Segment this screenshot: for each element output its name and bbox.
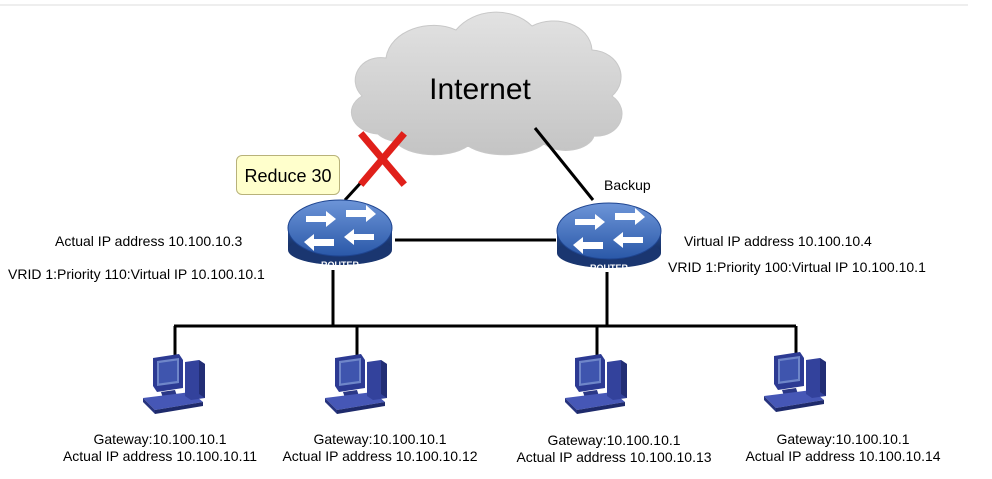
host-2-actual-ip: Actual IP address 10.100.10.12 xyxy=(282,448,478,464)
red-x-icon xyxy=(358,131,407,187)
link-backup-internet xyxy=(533,127,595,201)
host-2-gateway: Gateway:10.100.10.1 xyxy=(313,431,447,447)
backup-vrid: VRID 1:Priority 100:Virtual IP 10.100.10… xyxy=(668,259,926,275)
host-1-actual-ip: Actual IP address 10.100.10.11 xyxy=(62,448,258,464)
master-actual-ip: Actual IP address 10.100.10.3 xyxy=(55,233,243,249)
pc-icon xyxy=(565,354,627,414)
host-1-label: Gateway:10.100.10.1 Actual IP address 10… xyxy=(50,431,270,465)
router-backup-icon: ROUTER xyxy=(556,202,662,273)
pc-icon xyxy=(143,354,205,414)
router-master-icon: ROUTER xyxy=(287,199,393,270)
master-vrid: VRID 1:Priority 110:Virtual IP 10.100.10… xyxy=(8,266,265,282)
host-4-label: Gateway:10.100.10.1 Actual IP address 10… xyxy=(733,431,953,465)
backup-state-label: Backup xyxy=(604,177,651,193)
host-4-gateway: Gateway:10.100.10.1 xyxy=(776,431,910,447)
host-3-gateway: Gateway:10.100.10.1 xyxy=(547,432,681,448)
host-2-label: Gateway:10.100.10.1 Actual IP address 10… xyxy=(270,431,490,465)
router-master-name: ROUTER xyxy=(321,260,360,270)
internet-label: Internet xyxy=(429,73,531,106)
backup-virtual-ip: Virtual IP address 10.100.10.4 xyxy=(684,233,872,249)
pc-icon xyxy=(764,352,826,412)
host-1-gateway: Gateway:10.100.10.1 xyxy=(93,431,227,447)
reduce-callout: Reduce 30 xyxy=(236,155,340,195)
host-3-label: Gateway:10.100.10.1 Actual IP address 10… xyxy=(504,432,724,466)
pc-icon xyxy=(325,354,387,414)
router-backup-name: ROUTER xyxy=(590,263,629,273)
internet-cloud xyxy=(350,11,623,156)
host-4-actual-ip: Actual IP address 10.100.10.14 xyxy=(745,448,941,464)
host-3-actual-ip: Actual IP address 10.100.10.13 xyxy=(516,449,712,465)
